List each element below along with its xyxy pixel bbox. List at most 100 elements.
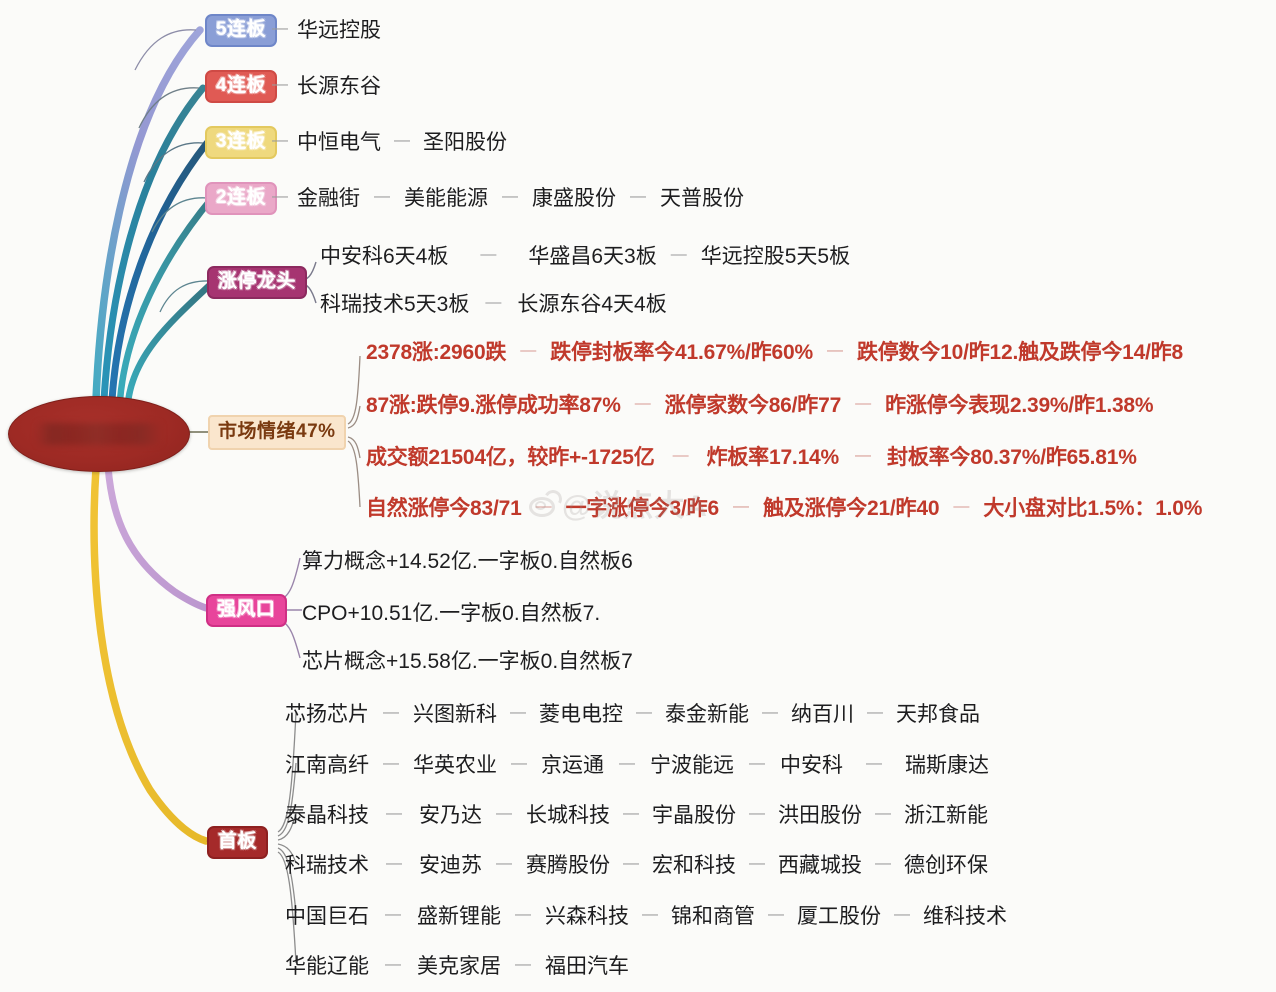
stock-item[interactable]: 宏和科技 [652,854,736,877]
connector-dash: — [826,342,843,359]
stock-item[interactable]: 长源东谷 [297,75,381,98]
stock-item[interactable]: 天邦食品 [896,703,980,726]
stock-item[interactable]: 中恒电气 [297,131,381,154]
stock-item[interactable]: 芯扬芯片 [285,703,369,726]
stock-item[interactable]: 维科技术 [923,905,1007,928]
stock-item[interactable]: 宁波能远 [650,754,734,777]
stock-item[interactable]: 科瑞技术 [285,854,369,877]
stock-item[interactable]: 中国巨石 [285,905,369,928]
branch-first-board-badge[interactable]: 首板 [207,826,269,859]
branch-wind-badge[interactable]: 强风口 [206,594,287,627]
stock-item[interactable]: 纳百川 [791,703,854,726]
stock-item[interactable]: 厦工股份 [797,905,881,928]
stock-item[interactable]: 福田汽车 [545,955,629,978]
connector-dash: — [866,755,882,772]
stock-item[interactable]: 华远控股5天5板 [700,245,851,268]
root-redacted-label [35,423,163,445]
wind-item-1[interactable]: 算力概念+14.52亿.一字板0.自然板6 [302,545,633,575]
wind-item-3[interactable]: 芯片概念+15.58亿.一字板0.自然板7 [302,645,633,675]
stock-item[interactable]: 泰晶科技 [285,804,369,827]
stock-item[interactable]: 长源东谷4天4板 [517,293,667,316]
connector-dash: — [894,906,910,923]
branch-3lianban-badge[interactable]: 3连板 [205,126,278,159]
stock-item[interactable]: 宇晶股份 [652,804,736,827]
stock-item[interactable]: 江南高纤 [285,754,369,777]
badge-label: 5连板 [205,14,278,47]
stock-item[interactable]: 洪田股份 [778,804,862,827]
mood-metric[interactable]: 封板率今80.37%/昨65.81% [887,446,1137,469]
badge-label: 涨停龙头 [207,266,308,299]
connector-dash: — [642,906,658,923]
mood-metric[interactable]: 跌停封板率今41.67%/昨60% [550,341,813,364]
stock-item[interactable]: 锦和商管 [671,905,755,928]
stock-item[interactable]: 金融街 [297,187,360,210]
mood-metric[interactable]: 跌停数今10/昨12.触及跌停今14/昨8 [856,341,1183,364]
connector-dash: — [502,188,518,205]
stock-item[interactable]: 京运通 [541,754,604,777]
stock-item[interactable]: 安乃达 [419,804,482,827]
stock-item[interactable]: 兴图新科 [413,703,497,726]
branch-leaders-badge[interactable]: 涨停龙头 [207,266,308,299]
branch-5lianban-badge[interactable]: 5连板 [205,14,278,47]
connector-dash: — [480,246,497,263]
mood-metric[interactable]: 2378涨:2960跌 [366,341,507,364]
wind-item-2[interactable]: CPO+10.51亿.一字板0.自然板7. [302,597,600,627]
stock-item[interactable]: 泰金新能 [665,703,749,726]
connector-dash: — [623,805,639,822]
stock-item[interactable]: 瑞斯康达 [905,754,989,777]
stock-item[interactable]: 美能能源 [404,187,488,210]
branch-4lianban-badge[interactable]: 4连板 [205,70,278,103]
stock-item[interactable]: 华英农业 [413,754,497,777]
stock-item[interactable]: 天普股份 [660,187,744,210]
stock-item[interactable]: 德创环保 [904,854,988,877]
connector-dash: — [768,906,784,923]
stock-item[interactable]: 盛新锂能 [417,905,501,928]
mood-metric[interactable]: 触及涨停今21/昨40 [762,497,940,520]
stock-item[interactable]: 康盛股份 [532,187,616,210]
stock-item[interactable]: 兴森科技 [545,905,629,928]
stock-item[interactable]: 美克家居 [417,955,501,978]
stock-item[interactable]: 安迪苏 [419,854,482,877]
connector-dash: — [749,755,765,772]
stock-item[interactable]: 中安科 [780,754,843,777]
connector-dash: — [386,855,402,872]
connector-dash: — [385,906,401,923]
first-board-row-2: 江南高纤 — 华英农业 — 京运通 — 宁波能远 — 中安科 — 瑞斯康达 [285,749,989,779]
connector-dash: — [762,704,778,721]
mood-metric[interactable]: 一字涨停今3/昨6 [565,497,720,520]
stock-item[interactable]: 长城科技 [526,804,610,827]
stock-item[interactable]: 圣阳股份 [423,131,507,154]
stock-item[interactable]: 华远控股 [297,19,381,42]
mood-row-3: 成交额21504亿，较昨+-1725亿 — 炸板率17.14% — 封板率今80… [366,441,1137,471]
stock-item[interactable]: 华盛昌6天3板 [528,245,657,268]
connector-dash: — [634,395,651,412]
first-board-row-1: 芯扬芯片 — 兴图新科 — 菱电电控 — 泰金新能 — 纳百川 — 天邦食品 [285,698,980,728]
mood-metric[interactable]: 涨停家数今86/昨77 [664,394,842,417]
connector-dash: — [855,447,872,464]
connector-dash: — [386,805,402,822]
mood-metric[interactable]: 成交额21504亿，较昨+-1725亿 [366,446,655,469]
connector-dash: — [515,956,531,973]
mood-metric[interactable]: 昨涨停今表现2.39%/昨1.38% [885,394,1154,417]
connector-dash: — [867,704,883,721]
stock-item[interactable]: 华能辽能 [285,955,369,978]
branch-3lianban-items: — 中恒电气 — 圣阳股份 [272,126,507,156]
mood-metric[interactable]: 炸板率17.14% [706,446,840,469]
mood-metric[interactable]: 自然涨停今83/71 [366,497,522,520]
stock-item[interactable]: 中安科6天4板 [320,245,449,268]
mood-metric[interactable]: 87涨:跌停9.涨停成功率87% [366,394,621,417]
stock-item[interactable]: 科瑞技术5天3板 [320,293,470,316]
stock-item[interactable]: 赛腾股份 [526,854,610,877]
weibo-watermark: @说点大A [527,481,708,525]
branch-5lianban-items: — 华远控股 [272,14,381,44]
branch-2lianban-badge[interactable]: 2连板 [205,182,278,215]
stock-item[interactable]: 西藏城投 [778,854,862,877]
stock-item[interactable]: 浙江新能 [904,804,988,827]
branch-market-mood-badge[interactable]: 市场情绪47% [208,415,346,450]
first-board-row-5: 中国巨石 — 盛新锂能 — 兴森科技 — 锦和商管 — 厦工股份 — 维科技术 [285,900,1007,930]
connector-dash: — [510,704,526,721]
mood-metric[interactable]: 大小盘对比1.5%：1.0% [983,497,1203,520]
stock-item[interactable]: 菱电电控 [539,703,623,726]
connector-dash: — [272,20,288,37]
root-node[interactable] [8,396,190,472]
